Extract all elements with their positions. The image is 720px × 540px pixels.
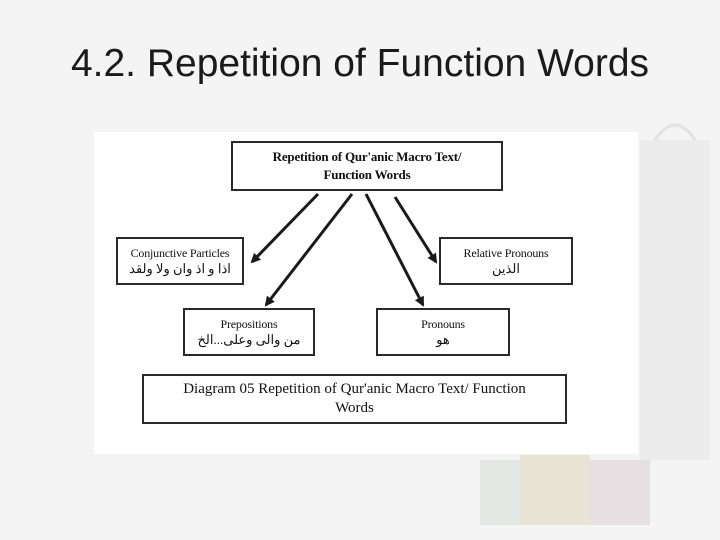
diagram-caption: Diagram 05 Repetition of Qur'anic Macro … bbox=[142, 374, 567, 424]
node-arabic: هو bbox=[436, 331, 450, 347]
node-pronouns: Pronouns هو bbox=[376, 308, 510, 356]
slide-title: 4.2. Repetition of Function Words bbox=[70, 42, 650, 85]
node-label: Conjunctive Particles bbox=[130, 245, 230, 260]
node-prepositions: Prepositions من والى وعلى...الخ bbox=[183, 308, 315, 356]
root-node: Repetition of Qur'anic Macro Text/ Funct… bbox=[231, 141, 503, 191]
caption-line1: Diagram 05 Repetition of Qur'anic Macro … bbox=[183, 381, 526, 397]
node-arabic: الذين bbox=[492, 260, 520, 276]
root-node-line1: Repetition of Qur'anic Macro Text/ bbox=[272, 149, 462, 164]
node-label: Prepositions bbox=[220, 316, 278, 331]
caption-line2: Words bbox=[335, 400, 374, 416]
node-relative-pronouns: Relative Pronouns الذين bbox=[439, 237, 573, 285]
node-label: Relative Pronouns bbox=[463, 245, 549, 260]
arrow-to-prepositions bbox=[264, 193, 354, 307]
node-conjunctive-particles: Conjunctive Particles اذا و اذ وان ولا و… bbox=[116, 237, 244, 285]
node-label: Pronouns bbox=[421, 316, 465, 331]
arrow-to-conjunctive bbox=[250, 192, 320, 264]
root-node-line2: Function Words bbox=[323, 167, 411, 182]
node-arabic: اذا و اذ وان ولا ولقد bbox=[129, 260, 231, 276]
node-arabic: من والى وعلى...الخ bbox=[197, 331, 301, 347]
arrow-to-relative bbox=[393, 196, 438, 264]
arrow-to-pronouns bbox=[364, 193, 425, 307]
